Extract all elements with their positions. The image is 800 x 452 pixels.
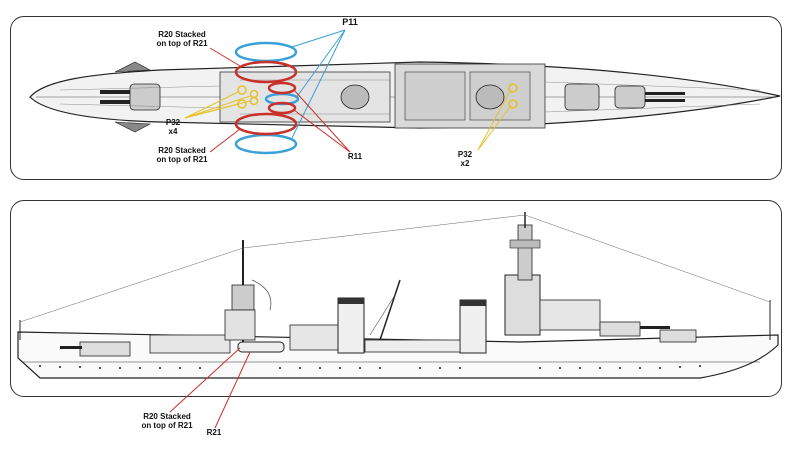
plan-funnel-fwd [475,84,505,110]
plan-funnel-aft [340,84,370,110]
label-p11: P11 [342,17,358,27]
label-r11: R11 [347,152,363,161]
profile-aft-turret [79,341,131,357]
label-r20-profile: R20 Stacked on top of R21 [135,412,199,430]
profile-fwd-turret-2 [659,329,697,343]
profile-funnel-fwd [459,299,487,354]
label-p32-right-line2: x2 [460,159,470,168]
label-p32-left-line1: P32 [165,118,181,127]
profile-aft-deckhouse [149,334,231,354]
label-r20-bottom-line2: on top of R21 [156,155,208,164]
label-r20-bottom: R20 Stacked on top of R21 [150,146,214,164]
label-r20-top-line2: on top of R21 [156,39,208,48]
profile-boat-r20-r21 [237,341,285,353]
plan-turret-fwd-1 [564,83,600,111]
label-p32-right-line1: P32 [457,150,473,159]
r11-boat-ring-1 [267,81,297,95]
label-r20-top-line1: R20 Stacked [158,30,206,39]
r20-boat-ring-top [234,60,298,84]
profile-fwd-turret-1 [599,321,641,337]
label-r20-bottom-line1: R20 Stacked [158,146,206,155]
label-r20-profile-line1: R20 Stacked [143,412,191,421]
r11-boat-ring-2 [267,101,297,115]
label-p32-left: P32 x4 [160,118,186,136]
label-p32-left-line2: x4 [168,127,178,136]
label-r21-profile: R21 [206,428,222,437]
plan-turret-fwd-2 [614,85,646,109]
plan-turret-aft [129,83,161,111]
profile-mid-deckhouse [289,324,341,351]
label-p32-right: P32 x2 [452,150,478,168]
label-r20-top: R20 Stacked on top of R21 [150,30,214,48]
profile-fwd-tower [504,274,541,336]
profile-funnel-aft [337,297,365,354]
r20-boat-ring-bottom [234,112,298,136]
label-r20-profile-line2: on top of R21 [141,421,193,430]
